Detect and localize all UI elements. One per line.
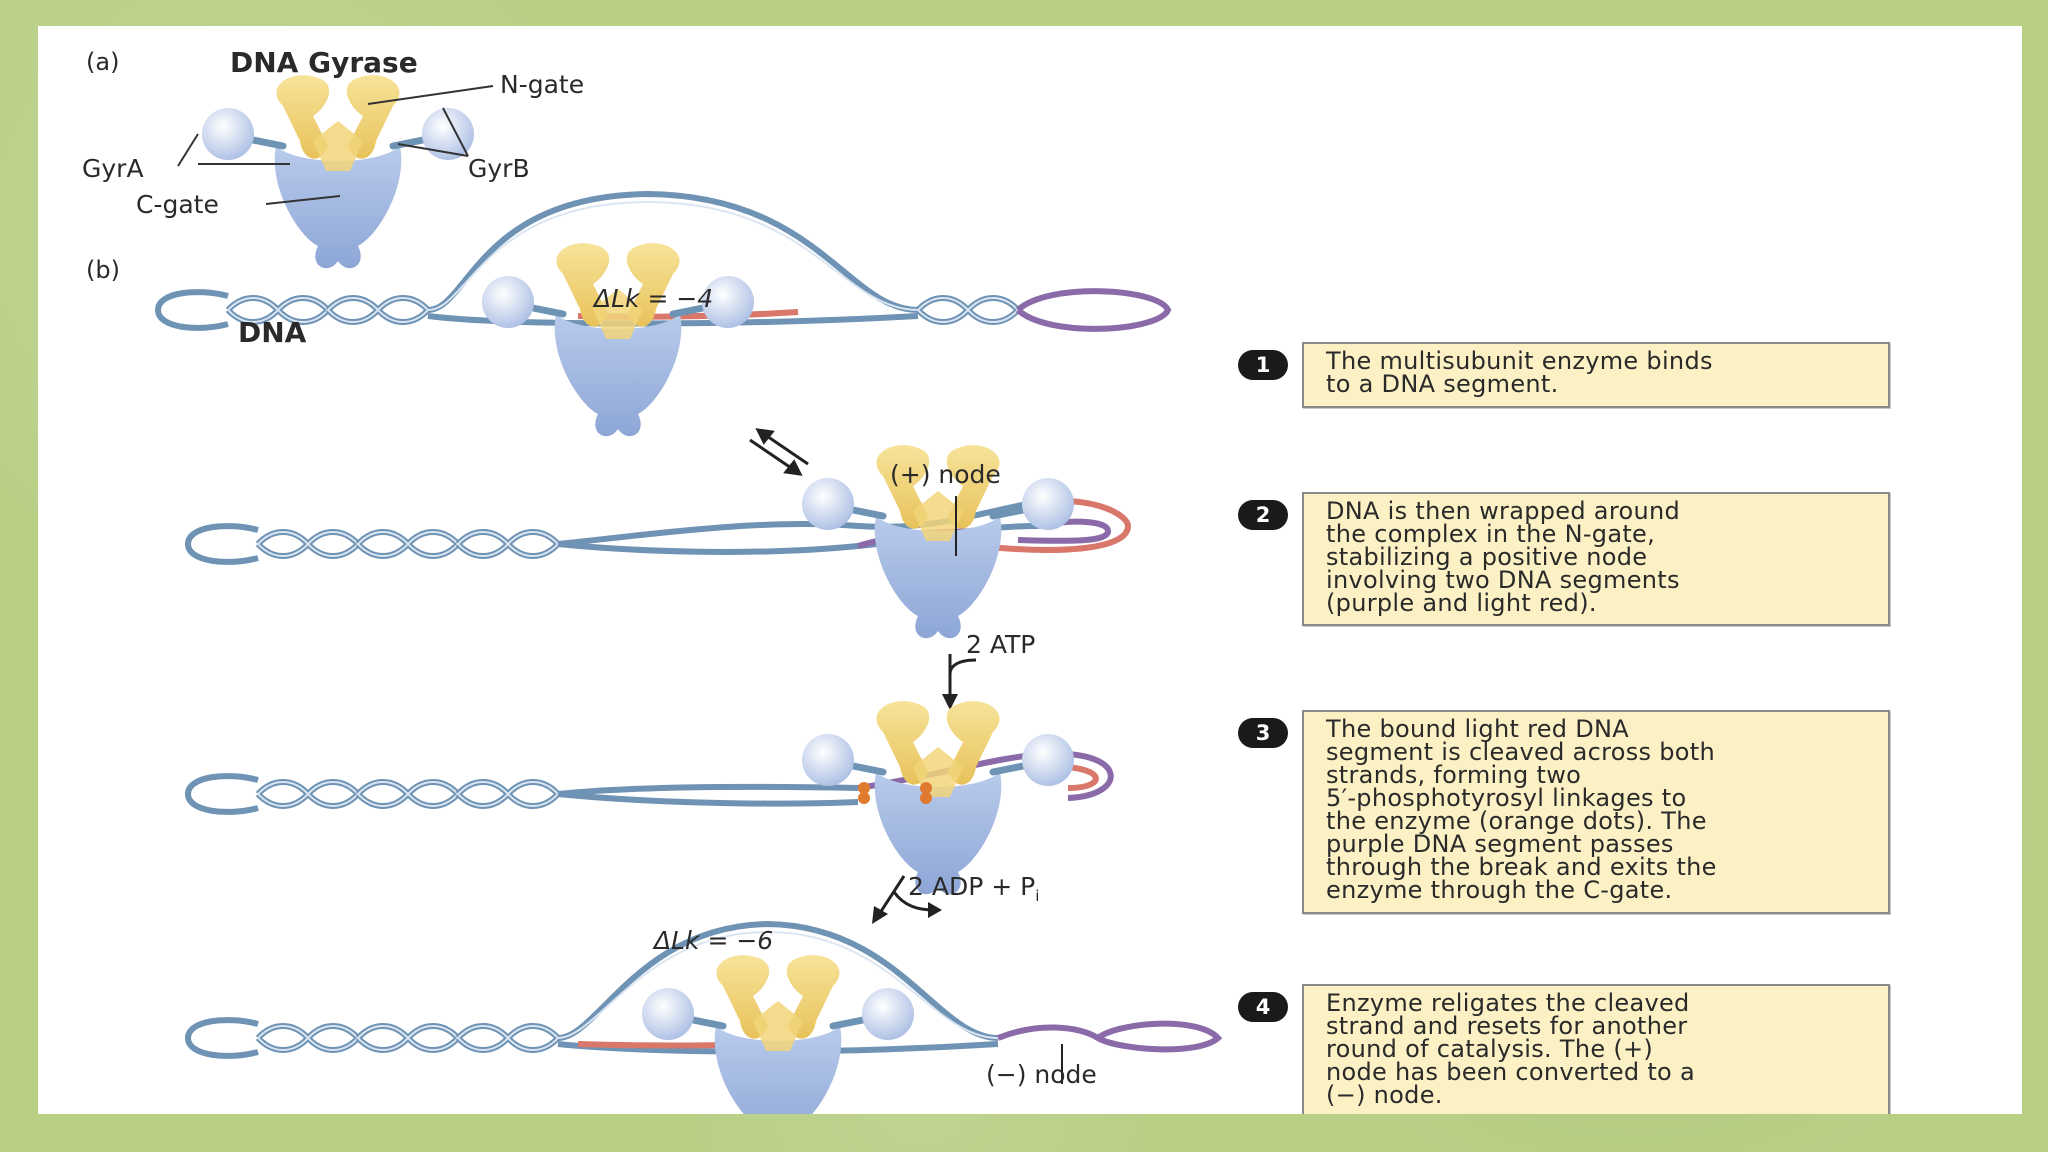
caption-line: purple DNA segment passes [1326, 830, 1674, 858]
panel-b-tag: (b) [86, 256, 120, 284]
caption-line: the enzyme (orange dots). The [1326, 807, 1707, 835]
caption-line: The bound light red DNA [1326, 715, 1630, 743]
phosphotyrosyl-dots [858, 782, 932, 804]
step-3-badge: 3 [1238, 718, 1288, 748]
caption-line: (−) node. [1326, 1081, 1443, 1109]
caption-line: node has been converted to a [1326, 1058, 1695, 1086]
step-1-badge: 1 [1238, 350, 1288, 380]
panel-a-pointer-lines [177, 85, 494, 205]
adp-text: 2 ADP + P [908, 872, 1036, 901]
delta-lk-end: ΔLk = −6 [654, 926, 774, 955]
panel-a-tag: (a) [86, 48, 120, 76]
gyrase-structure [202, 75, 474, 268]
caption-line: involving two DNA segments [1326, 566, 1680, 594]
step-3-caption: The bound light red DNA segment is cleav… [1302, 710, 1890, 914]
caption-line: enzyme through the C-gate. [1326, 876, 1673, 904]
step-4-badge: 4 [1238, 992, 1288, 1022]
adp-subscript: i [1035, 887, 1040, 905]
caption-line: DNA is then wrapped around [1326, 497, 1680, 525]
caption-line: through the break and exits the [1326, 853, 1717, 881]
gyrase-diagram [155, 26, 1223, 1114]
plus-node-label: (+) node [890, 460, 1001, 489]
n-gate-label: N-gate [500, 70, 585, 99]
gyra-label: GyrA [82, 154, 144, 183]
caption-line: stabilizing a positive node [1326, 543, 1648, 571]
caption-line: The multisubunit enzyme binds [1326, 347, 1713, 375]
caption-line: strands, forming two [1326, 761, 1582, 789]
atp-label: 2 ATP [966, 630, 1036, 659]
atp-arrow [942, 654, 977, 710]
caption-line: round of catalysis. The (+) [1326, 1035, 1654, 1063]
caption-line: 5′-phosphotyrosyl linkages to [1326, 784, 1687, 812]
step-2-caption: DNA is then wrapped around the complex i… [1302, 492, 1890, 626]
step-1-caption: The multisubunit enzyme binds to a DNA s… [1302, 342, 1890, 408]
caption-line: to a DNA segment. [1326, 370, 1559, 398]
step-2-badge: 2 [1238, 500, 1288, 530]
adp-label: 2 ADP + Pi [908, 872, 1039, 905]
caption-line: Enzyme religates the cleaved [1326, 989, 1690, 1017]
minus-node-label: (−) node [986, 1060, 1097, 1089]
delta-lk-start: ΔLk = −4 [594, 284, 714, 313]
panel-a-title: DNA Gyrase [230, 46, 418, 79]
dna-label: DNA [238, 316, 307, 349]
caption-line: the complex in the N-gate, [1326, 520, 1656, 548]
step-4-caption: Enzyme religates the cleaved strand and … [1302, 984, 1890, 1114]
figure-panel: (a) DNA Gyrase N-gate GyrA GyrB C-gate (… [38, 26, 2022, 1114]
caption-line: segment is cleaved across both [1326, 738, 1715, 766]
equilibrium-arrow [749, 428, 809, 476]
caption-line: strand and resets for another [1326, 1012, 1688, 1040]
adp-arrow [872, 875, 942, 924]
caption-line: (purple and light red). [1326, 589, 1597, 617]
gyrb-label: GyrB [468, 154, 530, 183]
c-gate-label: C-gate [136, 190, 219, 219]
